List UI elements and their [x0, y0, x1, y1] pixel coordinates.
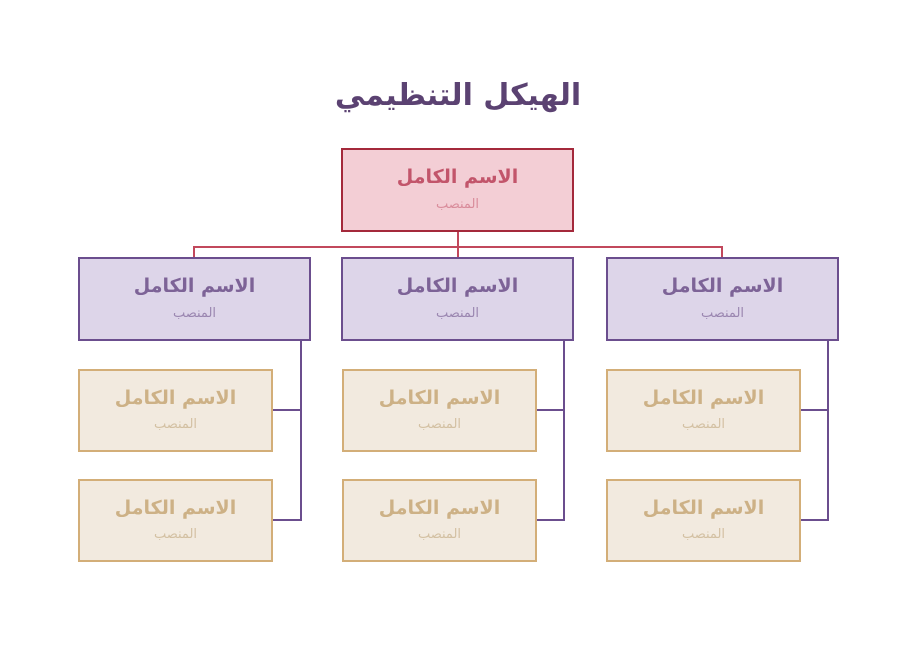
org-node-role: المنصب	[153, 527, 198, 543]
connector-root-drop-right	[721, 246, 723, 258]
org-node-report-right-2[interactable]: الاسم الكامل المنصب	[606, 479, 801, 562]
org-node-report-center-1[interactable]: الاسم الكامل المنصب	[342, 369, 537, 452]
org-node-root[interactable]: الاسم الكامل المنصب	[341, 148, 574, 232]
org-node-role: المنصب	[417, 527, 462, 543]
connector-root-stem	[457, 232, 459, 248]
org-node-role: المنصب	[681, 417, 726, 433]
org-node-name: الاسم الكامل	[114, 496, 237, 519]
connector-branch-right-stub-1	[799, 409, 829, 411]
org-node-name: الاسم الكامل	[661, 275, 784, 298]
org-node-manager-left[interactable]: الاسم الكامل المنصب	[78, 257, 311, 341]
org-node-name: الاسم الكامل	[642, 496, 765, 519]
connector-branch-right-spine	[827, 341, 829, 521]
org-node-report-right-1[interactable]: الاسم الكامل المنصب	[606, 369, 801, 452]
org-node-report-center-2[interactable]: الاسم الكامل المنصب	[342, 479, 537, 562]
org-node-name: الاسم الكامل	[642, 386, 765, 409]
org-node-role: المنصب	[681, 527, 726, 543]
org-node-role: المنصب	[417, 417, 462, 433]
page-title: الهيكل التنظيمي	[334, 78, 582, 113]
connector-root-drop-left	[193, 246, 195, 258]
connector-branch-left-stub-2	[272, 519, 302, 521]
connector-branch-left-spine	[300, 341, 302, 521]
org-node-name: الاسم الكامل	[114, 386, 237, 409]
org-node-report-left-1[interactable]: الاسم الكامل المنصب	[78, 369, 273, 452]
org-node-role: المنصب	[435, 305, 480, 321]
connector-branch-center-stub-1	[535, 409, 565, 411]
org-node-name: الاسم الكامل	[378, 386, 501, 409]
connector-branch-left-stub-1	[272, 409, 302, 411]
org-node-role: المنصب	[435, 196, 480, 212]
org-node-role: المنصب	[700, 305, 745, 321]
org-node-manager-right[interactable]: الاسم الكامل المنصب	[606, 257, 839, 341]
connector-branch-center-spine	[563, 341, 565, 521]
org-node-role: المنصب	[172, 305, 217, 321]
org-node-name: الاسم الكامل	[396, 166, 519, 189]
connector-branch-right-stub-2	[799, 519, 829, 521]
org-node-name: الاسم الكامل	[396, 275, 519, 298]
org-node-role: المنصب	[153, 417, 198, 433]
org-node-manager-center[interactable]: الاسم الكامل المنصب	[341, 257, 574, 341]
org-node-report-left-2[interactable]: الاسم الكامل المنصب	[78, 479, 273, 562]
connector-root-drop-center	[457, 246, 459, 258]
org-node-name: الاسم الكامل	[133, 275, 256, 298]
connector-branch-center-stub-2	[535, 519, 565, 521]
org-node-name: الاسم الكامل	[378, 496, 501, 519]
